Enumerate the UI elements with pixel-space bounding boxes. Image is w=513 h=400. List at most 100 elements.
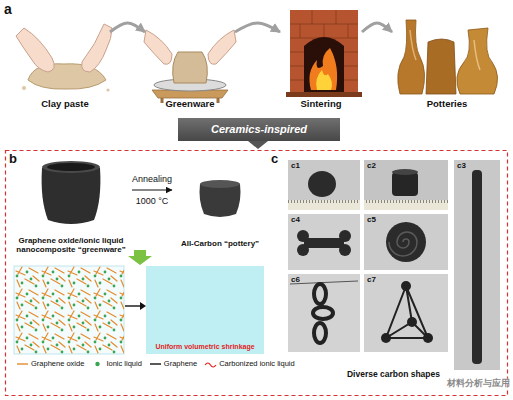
hand <box>82 24 112 72</box>
legend-line <box>150 363 161 364</box>
node-text: All-Carbon “pottery” <box>181 239 259 248</box>
chain-link <box>313 307 333 319</box>
greenware-photo <box>42 161 101 224</box>
fire <box>309 48 337 90</box>
photo-rose <box>364 214 448 270</box>
bone-end <box>339 230 351 242</box>
cup-rim <box>200 180 240 188</box>
ruler <box>364 200 448 210</box>
flow-arrow <box>235 23 280 32</box>
vase <box>398 20 425 94</box>
kiln-illustration <box>286 10 362 97</box>
legend-line <box>17 363 28 364</box>
legend-squiggle <box>205 363 216 367</box>
carbon-rose <box>386 222 426 262</box>
photo-background <box>364 214 448 270</box>
photo-panel: c5 <box>364 214 448 270</box>
nanocomposite-structure <box>14 266 124 354</box>
rose-petals <box>389 232 417 256</box>
node-text: c6 <box>291 275 300 284</box>
potteries-illustration <box>398 20 498 94</box>
photo-background <box>288 214 360 270</box>
bone-end <box>297 244 309 256</box>
node-text: c5 <box>367 215 376 224</box>
wire <box>290 281 358 284</box>
clay-pot <box>173 52 208 83</box>
banner-pointer <box>248 141 268 149</box>
cup-opening <box>47 163 95 171</box>
edge-label: Annealing 1000 °C <box>124 168 180 212</box>
dashed-frame <box>6 151 508 396</box>
hand <box>144 30 172 64</box>
panel-label: c <box>271 151 278 166</box>
photo-panel: c1 <box>288 160 360 210</box>
legend-text: Ionic liquid <box>106 359 141 368</box>
hand <box>208 30 236 64</box>
down-arrow <box>128 250 152 265</box>
legend-item: Ionic liquid <box>91 359 141 368</box>
node-text: c4 <box>291 215 300 224</box>
photo-tetrahedron <box>364 274 448 352</box>
flow-arrow <box>110 23 145 32</box>
legend-text: Carbonized ionic liquid <box>219 359 294 368</box>
legend-text: Graphene <box>164 359 197 368</box>
photo-background <box>288 160 360 210</box>
vase <box>457 28 498 94</box>
legend-item: Graphene oxide <box>16 359 84 368</box>
sample-photo: All-Carbon “pottery” <box>172 170 268 248</box>
joint-ball <box>381 333 391 343</box>
schematic-box: Uniform volumetric shrinkage <box>146 266 264 354</box>
node-text: c7 <box>367 275 376 284</box>
carbon-ball <box>308 171 336 197</box>
node-text: Potteries <box>427 99 468 110</box>
flow-arrow <box>132 189 172 190</box>
ruler <box>288 200 360 210</box>
highlight <box>474 40 480 70</box>
kiln-base <box>286 92 362 97</box>
nanocomposite-schematic <box>14 266 124 354</box>
photo-panel: c4 <box>288 214 360 270</box>
photo-panel: c2 <box>364 160 448 210</box>
photo-ball <box>288 160 360 210</box>
sample-photo: Graphene oxide/ionic liquid nanocomposit… <box>10 156 132 254</box>
panel-label: b <box>9 151 17 166</box>
node-text: c3 <box>457 161 466 170</box>
photo-background <box>364 274 448 352</box>
photo-panel: c7 <box>364 274 448 352</box>
kiln-opening <box>304 37 344 92</box>
cup-rim <box>42 161 100 173</box>
legend-sample <box>91 360 104 368</box>
photo-gallery: Diverse carbon shapes c1c2 c3 c4 c5 c6 c7 <box>280 156 504 392</box>
legend: Graphene oxide Ionic liquid Graphene Carbon… <box>16 359 295 368</box>
legend-item: Graphene <box>149 359 197 368</box>
process-step: Potteries <box>392 6 502 114</box>
photo-background <box>364 160 448 210</box>
watermark: 材料分析与应用 <box>447 377 510 390</box>
kiln-body <box>290 10 358 94</box>
photo-panel: c3 <box>454 160 500 370</box>
shrink-arrow-line <box>125 305 141 306</box>
bone-end <box>297 230 309 242</box>
carbon-cup <box>200 181 241 217</box>
tetrahedron-frame <box>386 286 428 338</box>
joint-ball <box>407 317 417 327</box>
banner: Ceramics-inspired <box>178 118 340 141</box>
bone-end <box>339 244 351 256</box>
hand <box>16 28 54 72</box>
process-step: Greenware <box>145 6 235 114</box>
fire-core <box>316 70 332 90</box>
node-text: Uniform volumetric shrinkage <box>155 343 254 351</box>
carbon-rod <box>472 170 482 364</box>
cylinder-top <box>392 169 418 175</box>
photo-background <box>288 274 360 352</box>
joint-ball <box>423 333 433 343</box>
carbon-cylinder <box>392 172 418 196</box>
chain-link <box>314 323 326 343</box>
node-text: Diverse carbon shapes <box>347 370 440 380</box>
clay-crumb <box>106 88 109 91</box>
legend-sample <box>16 360 29 368</box>
legend-sample <box>204 360 217 368</box>
legend-item: Carbonized ionic liquid <box>204 359 294 368</box>
photo-rod <box>454 160 500 370</box>
